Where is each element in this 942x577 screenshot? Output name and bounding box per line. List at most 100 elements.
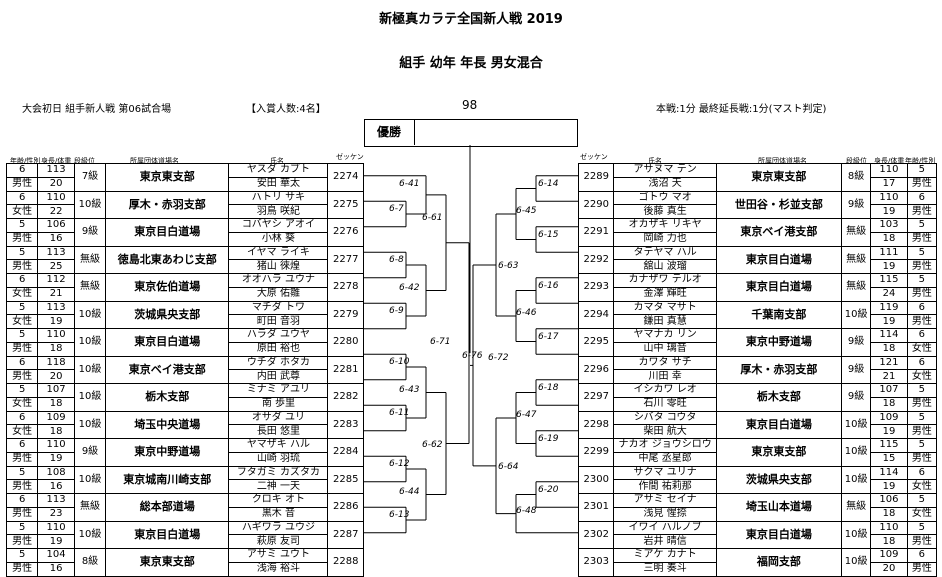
player-weight: 16 bbox=[37, 231, 75, 247]
player-weight: 20 bbox=[870, 561, 908, 577]
player-grade: 9級 bbox=[73, 218, 107, 247]
player-dojo: 埼玉中央道場 bbox=[105, 410, 230, 439]
player-zekken: 2293 bbox=[577, 273, 615, 302]
player-grade: 無級 bbox=[840, 245, 872, 274]
player-sex: 男性 bbox=[906, 231, 938, 247]
player-sex: 男性 bbox=[5, 561, 39, 577]
player-grade: 9級 bbox=[840, 190, 872, 219]
player-name-kanji: 三明 奏斗 bbox=[613, 561, 717, 577]
player-age: 6 bbox=[906, 548, 938, 563]
match-time: 本戦:1分 最終延長戦:1分(マスト判定) bbox=[656, 104, 827, 115]
player-dojo: 東京ベイ港支部 bbox=[715, 218, 843, 247]
player-dojo: 東京東支部 bbox=[105, 163, 230, 192]
header-dojo-left: 所属団体道場名 bbox=[130, 157, 179, 165]
player-height: 106 bbox=[37, 218, 75, 233]
header-grade-left: 段級位 bbox=[74, 157, 95, 165]
player-dojo: 福岡支部 bbox=[715, 548, 843, 577]
match-label: 6-72 bbox=[488, 353, 509, 364]
player-height: 109 bbox=[870, 548, 908, 563]
match-label: 6-12 bbox=[389, 459, 410, 469]
player-sex: 女性 bbox=[5, 204, 39, 219]
player-dojo: 東京城南川崎支部 bbox=[105, 465, 230, 494]
match-label: 6-17 bbox=[538, 331, 559, 342]
match-label: 6-76 bbox=[462, 351, 483, 362]
player-dojo: 栃木支部 bbox=[715, 383, 843, 412]
player-grade: 無級 bbox=[840, 218, 872, 247]
player-age: 5 bbox=[906, 163, 938, 178]
match-label: 6-42 bbox=[399, 282, 420, 293]
header-dojo-right: 所属団体道場名 bbox=[758, 157, 807, 165]
player-sex: 男性 bbox=[5, 231, 39, 247]
match-label: 6-19 bbox=[538, 433, 559, 444]
player-zekken: 2278 bbox=[327, 273, 364, 302]
match-label: 6-11 bbox=[389, 408, 410, 418]
player-dojo: 徳島北東あわじ支部 bbox=[105, 245, 230, 274]
player-grade: 10級 bbox=[73, 410, 107, 439]
header-age-right: 年齢/性別 bbox=[905, 157, 936, 165]
player-dojo: 厚木・赤羽支部 bbox=[715, 355, 843, 384]
player-zekken: 2277 bbox=[327, 245, 364, 274]
player-zekken: 2291 bbox=[577, 218, 615, 247]
player-name-kanji: 小林 葵 bbox=[228, 231, 329, 247]
header-name-left: 氏名 bbox=[270, 157, 284, 165]
player-zekken: 2296 bbox=[577, 355, 615, 384]
bracket-number: 98 bbox=[462, 98, 478, 112]
match-label: 6-47 bbox=[516, 410, 537, 420]
player-zekken: 2285 bbox=[327, 465, 364, 494]
player-dojo: 厚木・赤羽支部 bbox=[105, 190, 230, 219]
player-zekken: 2274 bbox=[327, 163, 364, 192]
player-name-kanji: 後藤 真生 bbox=[613, 204, 717, 219]
player-dojo: 東京目白道場 bbox=[715, 245, 843, 274]
player-dojo: 東京中野道場 bbox=[715, 328, 843, 357]
player-dojo: 世田谷・杉並支部 bbox=[715, 190, 843, 219]
player-zekken: 2303 bbox=[577, 548, 615, 577]
player-height: 103 bbox=[870, 218, 908, 233]
player-grade: 10級 bbox=[73, 328, 107, 357]
player-name-kana: コバヤシ アオイ bbox=[228, 218, 329, 233]
player-age: 5 bbox=[906, 218, 938, 233]
player-dojo: 埼玉山本道場 bbox=[715, 493, 843, 522]
player-age: 6 bbox=[5, 163, 39, 178]
match-label: 6-62 bbox=[422, 439, 443, 450]
player-grade: 10級 bbox=[840, 548, 872, 577]
match-label: 6-20 bbox=[538, 484, 559, 495]
player-grade: 10級 bbox=[73, 465, 107, 494]
player-grade: 無級 bbox=[73, 245, 107, 274]
player-dojo: 東京目白道場 bbox=[105, 328, 230, 357]
player-name-kanji: 安田 華太 bbox=[228, 176, 329, 192]
header-zekken-right: ゼッケン bbox=[580, 153, 608, 161]
player-name-kana: ヤスダ カブト bbox=[228, 163, 329, 178]
player-name-kana: ハトリ サキ bbox=[228, 190, 329, 206]
match-label: 6-8 bbox=[389, 255, 404, 265]
player-sex: 男性 bbox=[906, 176, 938, 192]
match-label: 6-43 bbox=[399, 384, 420, 395]
bracket-lines bbox=[364, 145, 578, 534]
player-zekken: 2301 bbox=[577, 493, 615, 522]
player-zekken: 2294 bbox=[577, 300, 615, 329]
